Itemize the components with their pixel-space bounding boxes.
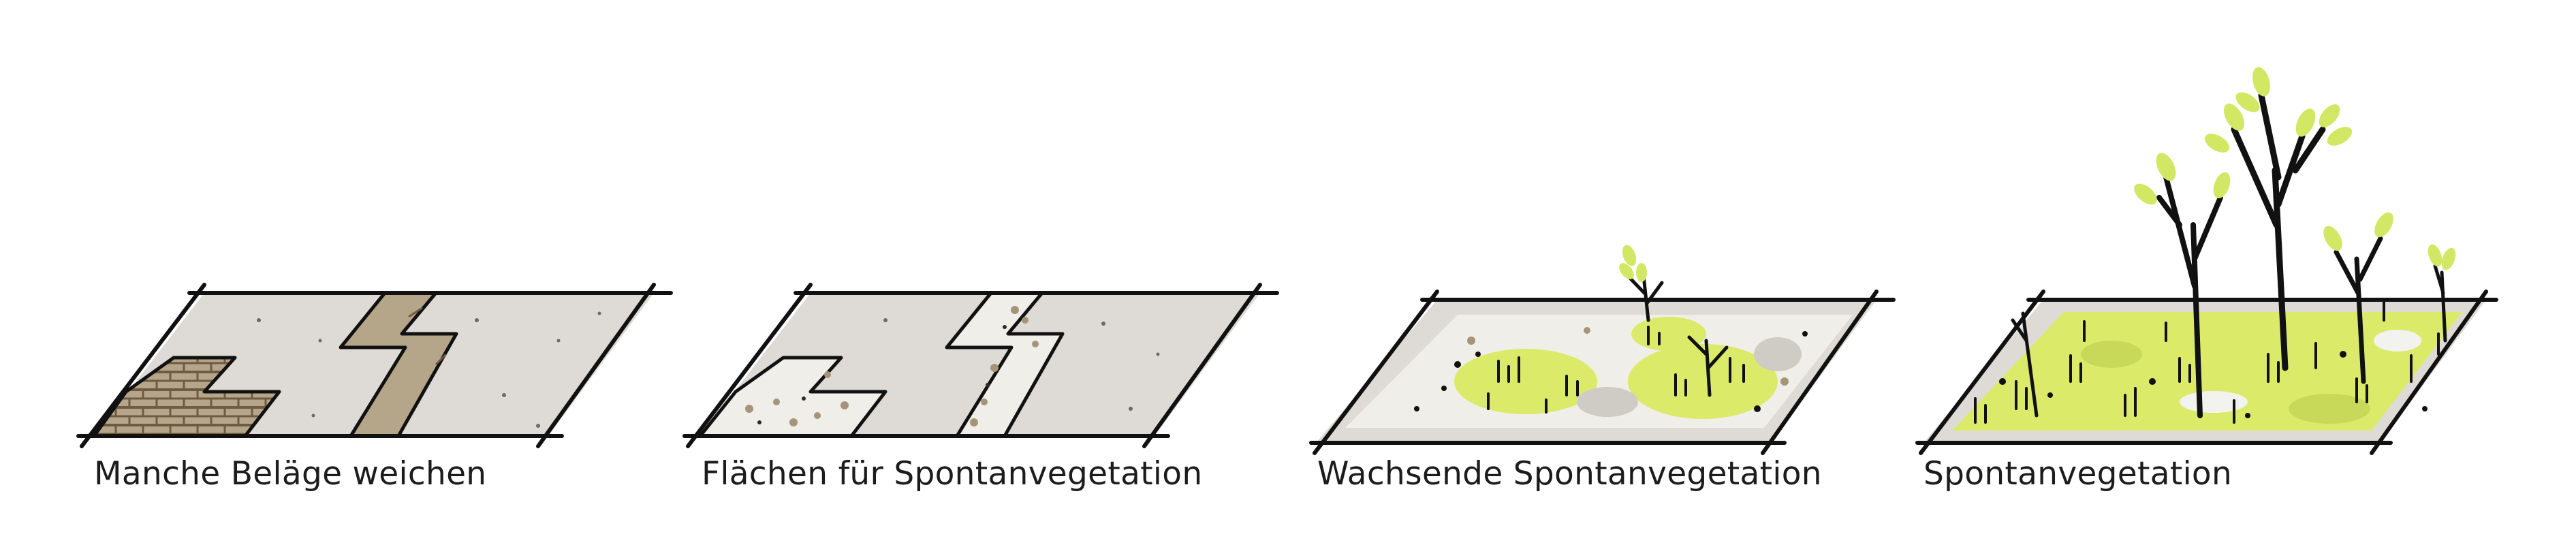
sapling — [1687, 335, 1729, 397]
moss-patch — [1628, 344, 1778, 419]
panel-1-paving — [76, 283, 673, 448]
slab-outline — [1309, 290, 1896, 455]
slab-outline — [682, 283, 1279, 448]
panel-3-growing-vegetation — [1309, 245, 1896, 455]
slab-outline — [1915, 290, 2498, 455]
young-tree — [2156, 174, 2223, 418]
moss-patch — [1631, 317, 1706, 351]
grass-tuft — [1487, 326, 1745, 414]
young-tree — [2231, 92, 2326, 371]
panel-2-open-areas — [682, 283, 1279, 448]
caption-stage-3: Wachsende Spontanvegetation — [1317, 455, 1822, 493]
moss-patch — [1454, 349, 1597, 414]
caption-stage-2: Flächen für Spontanvegetation — [702, 455, 1203, 493]
young-tree — [2011, 311, 2039, 418]
slab-outline — [76, 283, 673, 448]
young-tree — [2433, 264, 2447, 343]
caption-stage-1: Manche Beläge weichen — [94, 455, 487, 493]
caption-stage-4: Spontanvegetation — [1923, 455, 2233, 493]
leaves — [2134, 67, 2456, 270]
young-tree — [2334, 236, 2383, 384]
grass-tufts — [1974, 300, 2440, 424]
panel-4-spontaneous-vegetation — [1915, 67, 2498, 455]
